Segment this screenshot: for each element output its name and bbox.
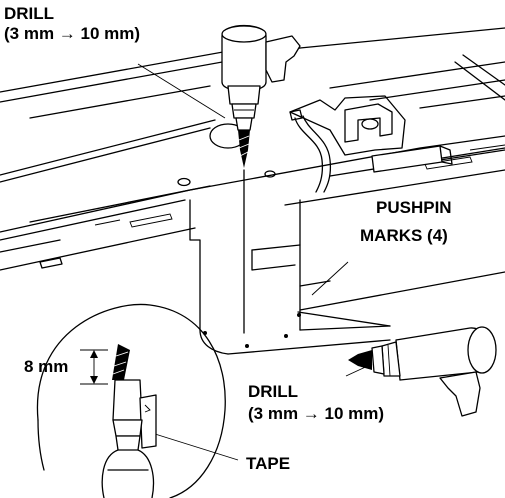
detail-circle [36,303,226,498]
drill-top-icon [221,24,301,168]
drill-top-label-line2: (3 mm → 10 mm) [4,24,141,43]
tape-label: TAPE [246,454,291,473]
back-panel [0,27,505,271]
drill-top-label-line1: DRILL [4,4,55,23]
wall-plate [189,199,505,355]
pushpin-label-line2: MARKS (4) [360,226,448,245]
drill-bottom-label-line1: DRILL [248,382,299,401]
pushpin-label-line1: PUSHPIN [376,198,452,217]
drill-right-icon [348,326,497,417]
drill-bottom-label-line2: (3 mm → 10 mm) [248,404,385,423]
mounting-bracket [177,95,453,193]
depth-label: 8 mm [24,357,69,376]
leaders [80,63,373,461]
